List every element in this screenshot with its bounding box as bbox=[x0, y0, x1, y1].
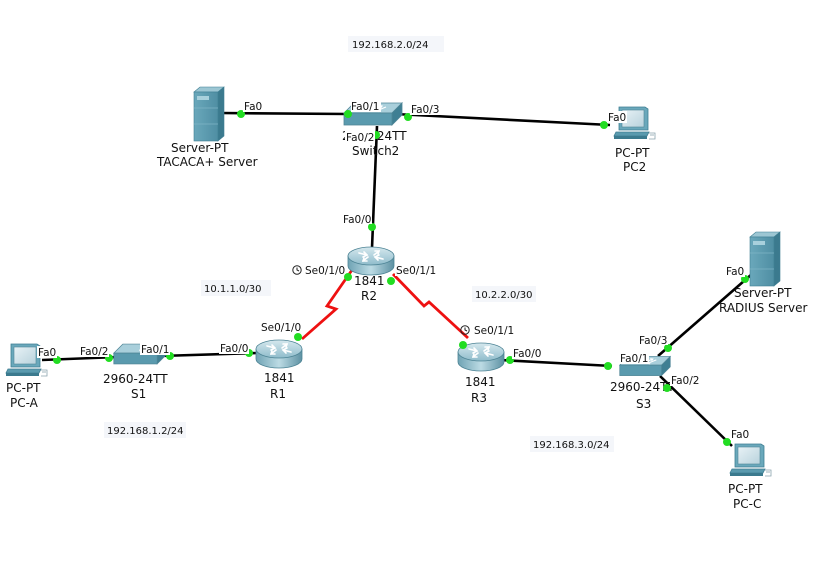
network-label: 10.1.1.0/30 bbox=[204, 284, 261, 295]
device-model: 2960-24TT bbox=[103, 372, 168, 386]
network-label: 192.168.2.0/24 bbox=[352, 40, 429, 51]
port-status-dot bbox=[294, 333, 302, 341]
port-label: Fa0/2 bbox=[80, 346, 108, 358]
device-r2[interactable]: 1841 R2 bbox=[347, 246, 395, 303]
link-s3-pcc[interactable] bbox=[659, 375, 733, 447]
device-model: 2960-24TT bbox=[610, 380, 675, 394]
port-label: Fa0/0 bbox=[220, 343, 248, 355]
link-r2-r1-serial[interactable] bbox=[301, 269, 354, 341]
network-labels: 192.168.2.0/24 10.1.1.0/30 10.2.2.0/30 1… bbox=[104, 36, 614, 452]
device-model: PC-PT bbox=[6, 381, 41, 395]
port-status-dot bbox=[344, 273, 352, 281]
device-name: R1 bbox=[270, 387, 286, 401]
device-name: PC-C bbox=[733, 497, 761, 511]
link-r2-r3-serial[interactable] bbox=[391, 273, 469, 340]
port-label: Fa0 bbox=[38, 347, 56, 359]
port-label: Fa0 bbox=[608, 112, 626, 124]
server-icon bbox=[193, 86, 225, 142]
device-name: R2 bbox=[361, 289, 377, 303]
device-name: R3 bbox=[471, 391, 487, 405]
port-label: Fa0/0 bbox=[343, 214, 371, 226]
device-name: PC2 bbox=[623, 160, 646, 174]
device-s1[interactable]: 2960-24TT S1 bbox=[103, 343, 168, 401]
port-status-dot bbox=[344, 110, 352, 118]
router-icon bbox=[255, 339, 303, 369]
port-label: Se0/1/0 bbox=[261, 322, 301, 334]
device-model: 1841 bbox=[354, 274, 385, 288]
device-name: PC-A bbox=[10, 396, 39, 410]
pc-icon bbox=[729, 443, 772, 477]
port-labels: Fa0 Fa0/1 Fa0/3 Fa0 Fa0/2 Fa0/0 Se0/1/0 … bbox=[37, 100, 750, 441]
device-radius-server[interactable]: Server-PT RADIUS Server bbox=[719, 231, 807, 315]
port-label: Fa0/3 bbox=[411, 104, 439, 116]
port-status-dot bbox=[663, 384, 671, 392]
port-label: Se0/1/0 bbox=[305, 265, 345, 277]
server-icon bbox=[749, 231, 781, 287]
port-label: Se0/1/1 bbox=[396, 265, 436, 277]
links-layer bbox=[41, 111, 753, 447]
port-label: Fa0/1 bbox=[620, 353, 648, 365]
device-model: PC-PT bbox=[615, 146, 650, 160]
network-label: 10.2.2.0/30 bbox=[475, 290, 532, 301]
link-s3-radius[interactable] bbox=[657, 273, 753, 357]
clock-icon bbox=[460, 325, 470, 335]
port-status-dot bbox=[387, 277, 395, 285]
port-label: Fa0/1 bbox=[351, 101, 379, 113]
port-label: Fa0/3 bbox=[639, 335, 667, 347]
port-label: Fa0 bbox=[244, 101, 262, 113]
device-model: 1841 bbox=[264, 371, 295, 385]
device-name: S1 bbox=[131, 387, 146, 401]
device-name: TACACA+ Server bbox=[156, 155, 258, 169]
port-label: Fa0/1 bbox=[141, 344, 169, 356]
network-label: 192.168.1.2/24 bbox=[107, 426, 184, 437]
link-switch2-pc2[interactable] bbox=[394, 112, 611, 127]
port-label: Fa0 bbox=[726, 266, 744, 278]
port-status-dot bbox=[459, 341, 467, 349]
clock-icon bbox=[292, 265, 302, 275]
device-name: RADIUS Server bbox=[719, 301, 807, 315]
port-status-dot bbox=[368, 223, 376, 231]
port-label: Fa0/0 bbox=[513, 348, 541, 360]
device-model: Server-PT bbox=[171, 141, 229, 155]
device-pc-c[interactable]: PC-PT PC-C bbox=[728, 443, 772, 511]
device-name: Switch2 bbox=[352, 144, 399, 158]
link-r3-s3[interactable] bbox=[499, 358, 613, 368]
port-label: Fa0/2 bbox=[346, 132, 374, 144]
device-model: 1841 bbox=[465, 375, 496, 389]
device-pc-a[interactable]: PC-PT PC-A bbox=[5, 343, 48, 410]
device-s3[interactable]: 2960-24TT S3 bbox=[610, 355, 675, 411]
device-r1[interactable]: 1841 R1 bbox=[255, 339, 303, 401]
port-label: Fa0 bbox=[731, 429, 749, 441]
network-label: 192.168.3.0/24 bbox=[533, 440, 610, 451]
device-pc2[interactable]: PC-PT PC2 bbox=[613, 106, 656, 174]
port-label: Fa0/2 bbox=[671, 375, 699, 387]
device-r3[interactable]: 1841 R3 bbox=[457, 342, 505, 405]
device-model: Server-PT bbox=[734, 286, 792, 300]
device-name: S3 bbox=[636, 397, 651, 411]
port-status-dot bbox=[604, 362, 612, 370]
router-icon bbox=[347, 246, 395, 276]
port-label: Se0/1/1 bbox=[474, 325, 514, 337]
port-status-dot bbox=[664, 344, 672, 352]
port-status-dot bbox=[600, 121, 608, 129]
device-model: PC-PT bbox=[728, 482, 763, 496]
port-status-dot bbox=[723, 438, 731, 446]
device-tacacs-server[interactable]: Server-PT TACACA+ Server bbox=[156, 86, 258, 169]
